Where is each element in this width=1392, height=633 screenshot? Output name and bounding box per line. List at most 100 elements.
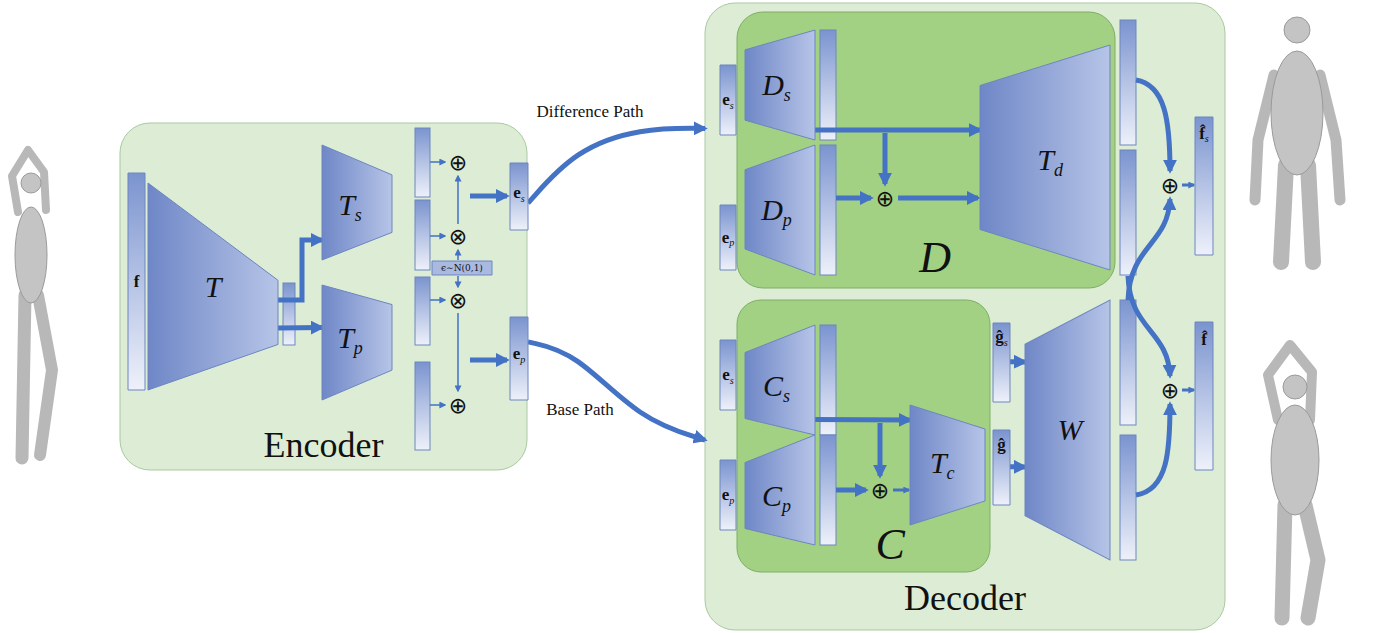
- arrow: [1128, 199, 1170, 300]
- node-label: T: [205, 270, 222, 303]
- arrow: [430, 299, 445, 301]
- body-leg: [38, 295, 52, 455]
- operator-symbol: ⊗: [449, 288, 467, 313]
- feature-bar: [415, 362, 430, 450]
- trapezoid-shape: [745, 145, 815, 275]
- subscript: c: [947, 463, 955, 483]
- body-torso: [1271, 51, 1323, 175]
- bar-shape: [720, 65, 736, 135]
- feature-bar: [1120, 435, 1136, 560]
- node-label: Encoder: [264, 425, 384, 465]
- subscript: p: [783, 210, 792, 230]
- trapezoid-shape: [745, 30, 815, 140]
- trapezoid-shape: [910, 405, 985, 525]
- vector-bar: es: [720, 340, 736, 410]
- network-trapezoid: Cp: [745, 435, 815, 545]
- text-group: es: [722, 365, 734, 385]
- node-label: e: [722, 365, 730, 384]
- arrow: [836, 196, 871, 201]
- node-label: e: [722, 485, 730, 504]
- body-arm: [1320, 75, 1340, 200]
- bar-shape: [1195, 117, 1213, 255]
- flow-arrow: [815, 127, 980, 132]
- text-group: es: [513, 183, 525, 203]
- difference-panel: DsDpTdD: [737, 12, 1115, 288]
- operator-symbol: ⊕: [449, 393, 467, 418]
- text-group: ϵ∼N(0,1): [441, 263, 483, 273]
- text-group: Cs: [763, 369, 790, 403]
- body-arms: [12, 150, 46, 212]
- body-leg: [1308, 165, 1313, 262]
- arrow: [470, 194, 507, 199]
- text-group: Ts: [338, 188, 362, 222]
- body-leg: [1281, 165, 1286, 262]
- network-trapezoid: Tc: [910, 405, 985, 525]
- subscript: s: [355, 205, 362, 225]
- arrow: [457, 313, 459, 391]
- bar-shape: [993, 430, 1010, 505]
- bar-shape: [720, 460, 736, 530]
- vector-bar: f̂: [1195, 322, 1213, 470]
- vector-bar: es: [510, 163, 528, 230]
- subscript: s: [783, 386, 790, 406]
- network-trapezoid: Dp: [745, 145, 815, 275]
- vector-bar: f: [128, 173, 145, 390]
- encoder-panel: [120, 123, 527, 470]
- flow-arrow: [528, 128, 705, 203]
- subscript: p: [354, 338, 363, 358]
- arrow: [470, 358, 507, 363]
- text-group: Ds: [762, 68, 791, 102]
- vector-bar: ĝ: [993, 430, 1010, 505]
- network-trapezoid: Tp: [322, 285, 392, 400]
- flow-arrow: [1010, 359, 1025, 364]
- bar-shape: [720, 340, 736, 410]
- text-group: es: [722, 90, 734, 110]
- trapezoid-shape: [980, 45, 1110, 270]
- trapezoid-shape: [1025, 300, 1110, 560]
- text-group: Tc: [930, 446, 955, 480]
- subscript: s: [730, 375, 734, 386]
- body-leg: [1282, 505, 1285, 618]
- text-group: Cp: [762, 479, 791, 513]
- network-trapezoid: Cs: [745, 325, 815, 435]
- text-group: ĝs: [995, 327, 1007, 347]
- text-group: W: [1058, 413, 1083, 447]
- operator-symbol: ⊗: [449, 224, 467, 249]
- subscript: s: [784, 85, 791, 105]
- bar-shape: [510, 317, 528, 400]
- bar-shape: [510, 163, 528, 230]
- operator-symbol: ⊕: [1161, 378, 1179, 403]
- noise-box: ϵ∼N(0,1): [432, 261, 492, 275]
- vector-bar: ep: [510, 317, 528, 400]
- body-torso: [1271, 405, 1319, 515]
- arrow: [1128, 276, 1170, 376]
- trapezoid-shape: [745, 435, 815, 545]
- bar-shape: [128, 173, 145, 390]
- body-head: [1283, 375, 1307, 399]
- text-group: Dp: [761, 193, 792, 227]
- input-body: [12, 150, 52, 458]
- arrow: [430, 404, 445, 406]
- path-label: Difference Path: [535, 102, 646, 122]
- text-group: Encoder: [264, 424, 384, 466]
- arrow: [430, 235, 445, 237]
- feature-bar: [1120, 300, 1136, 425]
- path-label: Base Path: [544, 400, 616, 420]
- node-label: T: [930, 446, 947, 479]
- node-label: T: [338, 188, 355, 221]
- arrow: [1182, 184, 1194, 187]
- base-panel: CsCpTcC: [737, 300, 990, 572]
- feature-bar: [820, 145, 836, 275]
- network-trapezoid: Ds: [745, 30, 815, 140]
- node-label: e: [513, 344, 521, 363]
- body-head: [21, 173, 41, 193]
- decoder-panel: esepDsDpTdDesepCsCpTcCĝsĝWf̂sf̂Decoder: [705, 3, 1225, 630]
- operator-symbol: ⊕: [1161, 173, 1179, 198]
- feature-bar: [415, 277, 430, 345]
- node-label: D: [919, 233, 951, 282]
- text-group: f: [134, 272, 140, 292]
- body-head: [1284, 17, 1310, 43]
- node-label: D: [762, 68, 784, 101]
- operator-symbol: ⊕: [871, 478, 889, 503]
- arrow: [457, 176, 459, 224]
